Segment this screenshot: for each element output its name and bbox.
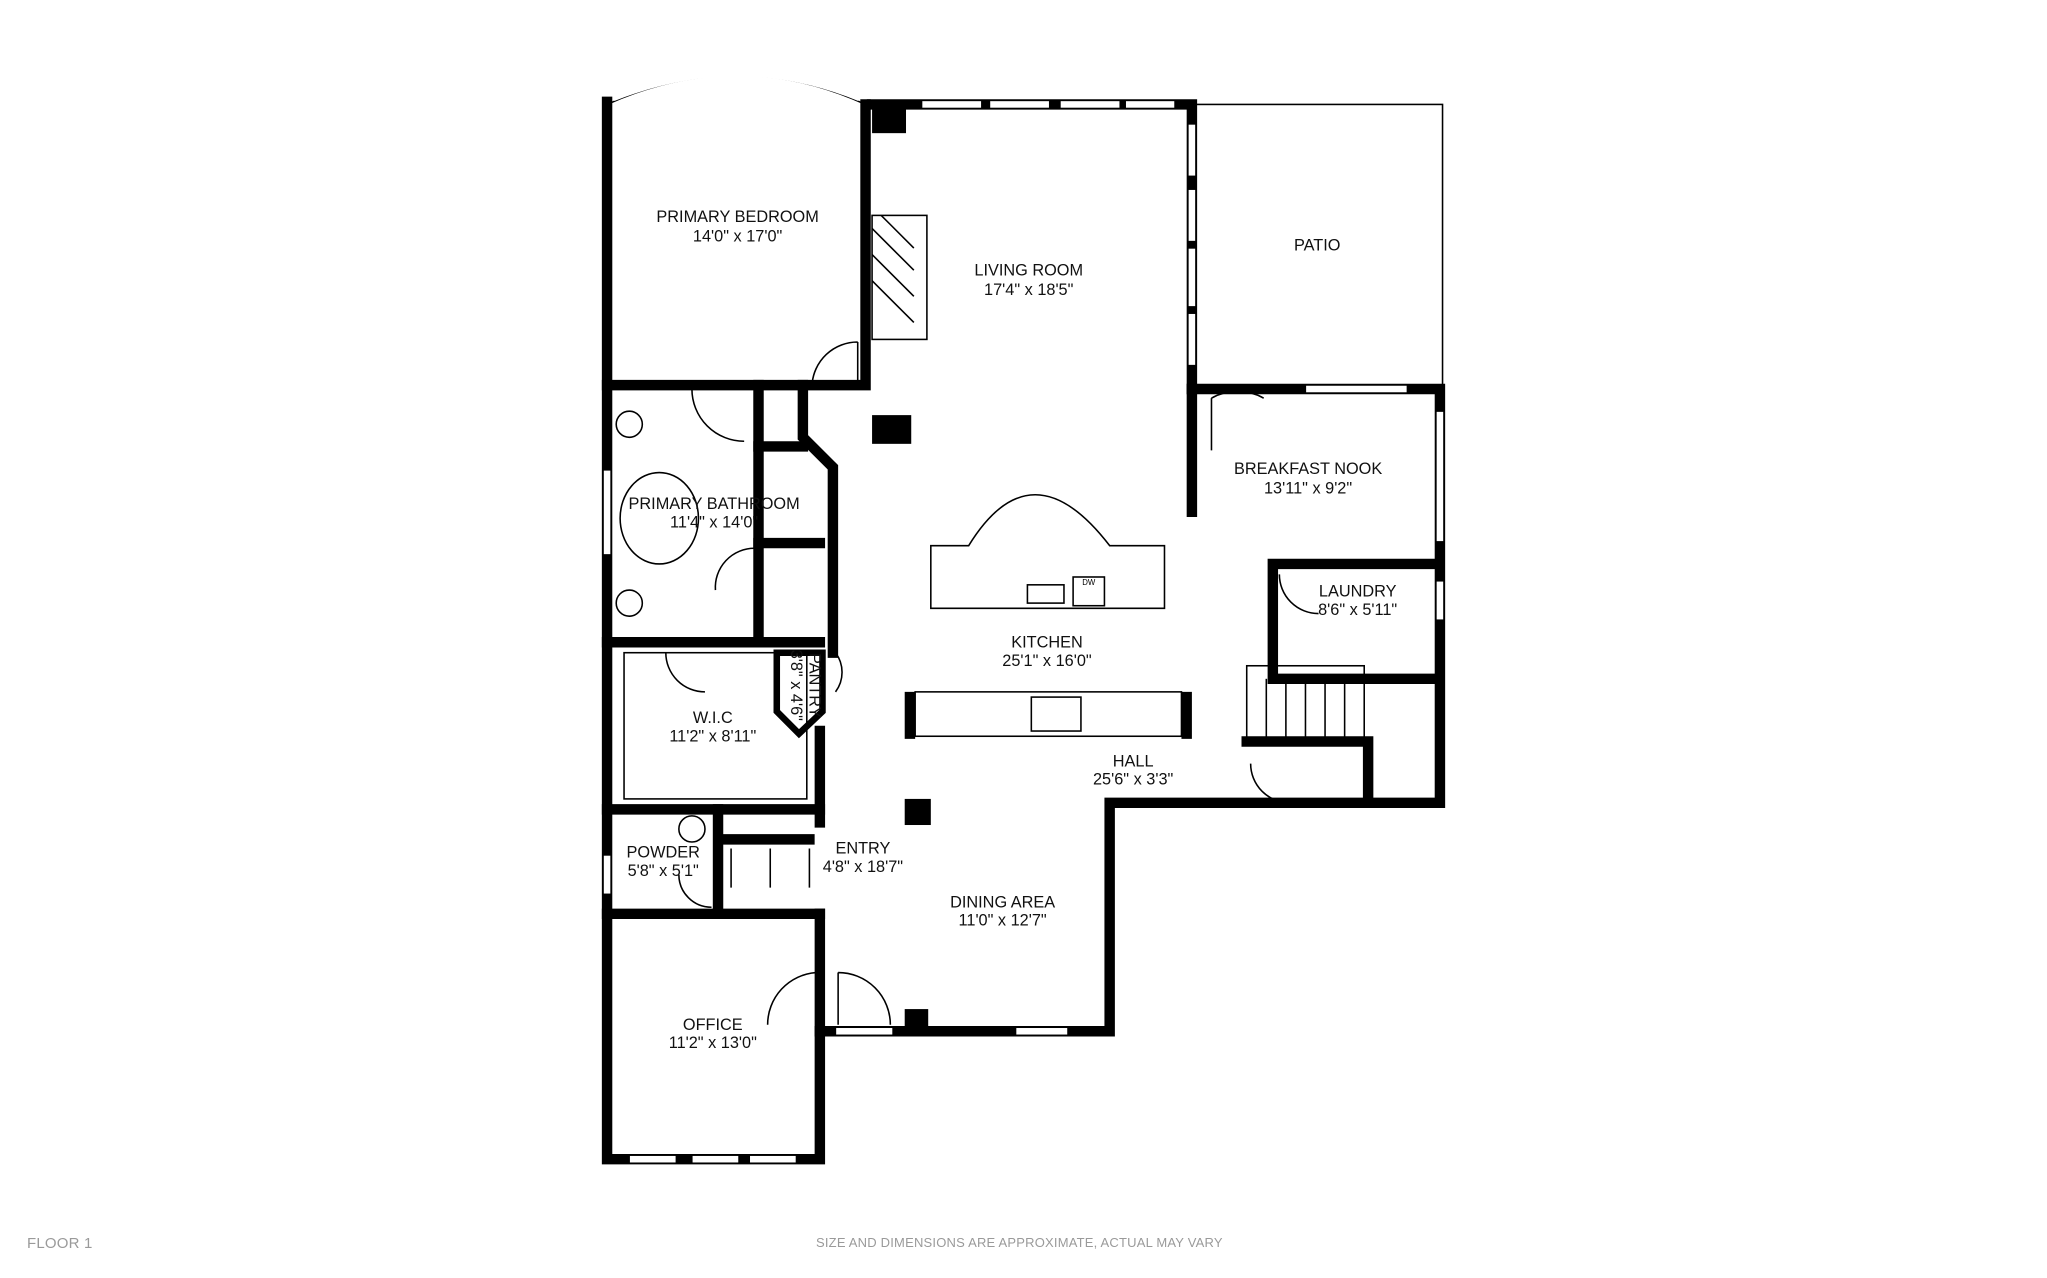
- floor-label: FLOOR 1: [27, 1235, 93, 1252]
- doors: [665, 341, 1319, 1025]
- room-name: DINING AREA: [950, 893, 1055, 911]
- room-name: ENTRY: [835, 840, 890, 858]
- sink: [678, 815, 706, 843]
- room-size: 11'4" x 14'0": [670, 513, 758, 531]
- room-size: 3'8" x 4'6": [787, 650, 805, 721]
- room-name: PANTRY: [805, 653, 823, 718]
- stairs: [1245, 664, 1365, 743]
- room-size: 4'8" x 18'7": [823, 858, 904, 876]
- room-name: PATIO: [1294, 237, 1340, 255]
- room-size: 17'4" x 18'5": [984, 281, 1074, 299]
- room-name: KITCHEN: [1011, 633, 1083, 651]
- windows: [602, 99, 1445, 1164]
- room-name: W.I.C: [693, 709, 733, 727]
- room-labels: PRIMARY BEDROOM 14'0" x 17'0" LIVING ROO…: [627, 208, 1398, 1052]
- room-size: 5'8" x 5'1": [628, 862, 699, 880]
- room-size: 11'2" x 8'11": [669, 727, 756, 745]
- fireplace: [871, 214, 928, 341]
- room-size: 14'0" x 17'0": [693, 228, 783, 246]
- kitchen-counter: [914, 691, 1183, 738]
- room-size: 8'6" x 5'11": [1318, 601, 1397, 619]
- room-name: LAUNDRY: [1319, 583, 1397, 601]
- dishwasher-label: DW: [1082, 578, 1096, 587]
- room-size: 11'0" x 12'7": [959, 912, 1047, 930]
- bathtub: [619, 471, 700, 565]
- room-name: PRIMARY BEDROOM: [656, 208, 818, 226]
- walls: [601, 96, 1446, 1165]
- room-size: 25'1" x 16'0": [1002, 652, 1092, 670]
- room-size: 11'2" x 13'0": [669, 1034, 757, 1052]
- kitchen-island: [930, 494, 1166, 610]
- sink: [615, 410, 644, 439]
- room-name: BREAKFAST NOOK: [1234, 460, 1382, 478]
- room-name: LIVING ROOM: [974, 261, 1083, 279]
- disclaimer: SIZE AND DIMENSIONS ARE APPROXIMATE, ACT…: [816, 1235, 1223, 1250]
- sink: [615, 589, 644, 617]
- room-name: HALL: [1113, 752, 1154, 770]
- room-size: 13'11" x 9'2": [1264, 479, 1352, 497]
- room-size: 25'6" x 3'3": [1093, 771, 1174, 789]
- room-name: POWDER: [627, 844, 701, 862]
- room-name: OFFICE: [683, 1016, 743, 1034]
- room-name: PRIMARY BATHROOM: [629, 495, 800, 513]
